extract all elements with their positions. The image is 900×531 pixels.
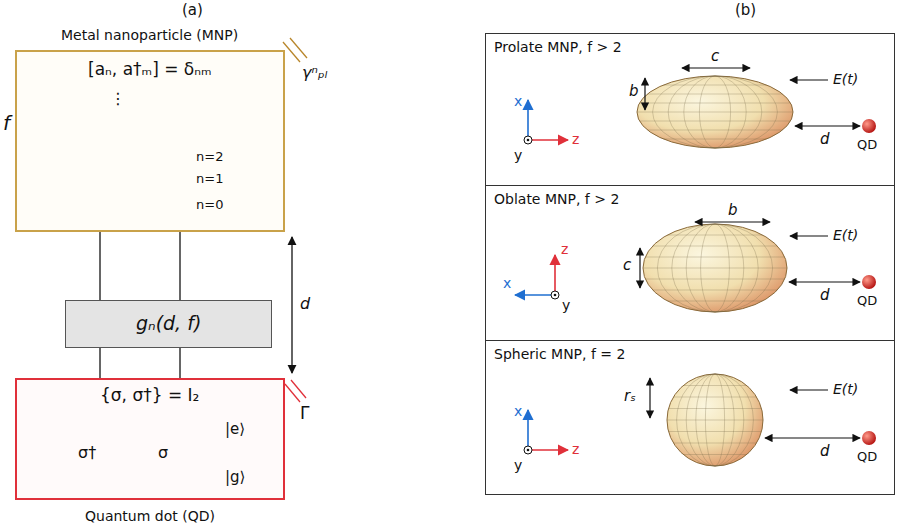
axis-label: x [514, 94, 522, 109]
grid-line [683, 385, 746, 386]
axis-label: y [514, 458, 522, 473]
decay-rate: γⁿₚₗ [302, 64, 327, 82]
decay-rate: Γ [300, 404, 309, 423]
qd-label: QD [857, 138, 877, 152]
panel-title: Oblate MNP, f > 2 [494, 191, 619, 207]
field-label: E(t) [833, 72, 858, 87]
axis-label: y [514, 148, 522, 163]
dimension-label: c [623, 257, 631, 274]
panel-title: Prolate MNP, f > 2 [494, 39, 622, 55]
distance-label: d [820, 287, 830, 304]
grid-line [645, 257, 784, 258]
coupling-line [179, 232, 181, 300]
node-heading: Quantum dot (QD) [85, 508, 215, 524]
panel-letter: (a) [182, 2, 203, 19]
sphere [667, 374, 763, 466]
grid-line [647, 130, 782, 131]
dimension-label: c [711, 48, 719, 65]
grid-line [673, 443, 756, 444]
grid-line [639, 103, 790, 104]
axis-label: z [561, 242, 568, 257]
grid-line [669, 431, 762, 432]
grid-line [683, 454, 746, 455]
grid-line [667, 420, 763, 421]
axis-label: f [3, 112, 10, 134]
panel-box: Prolate MNP, f > 2 [485, 33, 895, 186]
anticommutator-formula: {σ, σ†} = I₂ [100, 386, 199, 406]
distance-label: d [820, 131, 830, 148]
dimension-label: b [629, 83, 639, 100]
quantum-dot [862, 119, 876, 445]
axis-label: x [514, 404, 522, 419]
grid-line [643, 268, 787, 269]
dimension-arrows [640, 68, 860, 438]
ellipsis: ⋮ [110, 90, 126, 108]
coupling-box: gₙ(d, f) [65, 300, 272, 348]
qd-label: QD [857, 450, 877, 464]
axis-label: z [572, 132, 579, 147]
axis-label: z [572, 442, 579, 457]
grid-line [647, 94, 782, 95]
dimension-label: rₛ [624, 388, 636, 405]
distance-label: d [820, 443, 830, 460]
grid-line [663, 85, 766, 86]
level-label: n=2 [196, 150, 223, 164]
coupling-label: gₙ(d, f) [136, 313, 201, 335]
grid-line [653, 290, 778, 291]
field-label: E(t) [833, 382, 858, 397]
grid-line [653, 246, 778, 247]
panel-title: Spheric MNP, f = 2 [494, 346, 625, 362]
commutator-formula: [aₙ, a†ₘ] = δₙₘ [88, 60, 212, 80]
grid-line [667, 235, 762, 236]
distance-label: d [300, 295, 310, 313]
operator-label: σ† [78, 444, 96, 462]
coupling-line [179, 348, 181, 378]
grid-line [667, 301, 762, 302]
node-heading: Metal nanoparticle (MNP) [61, 27, 238, 43]
panel-letter: (b) [735, 2, 756, 19]
grid-line [663, 139, 766, 140]
level-label: n=1 [196, 172, 223, 186]
coupling-line [99, 348, 101, 378]
grid-line [645, 279, 784, 280]
decay-marks [283, 38, 307, 62]
level-label: n=0 [196, 198, 223, 212]
prolate-ellipsoid [637, 76, 793, 148]
panel-box: Spheric MNP, f = 2 [485, 340, 895, 495]
axis-label: y [562, 298, 570, 313]
field-label: E(t) [833, 228, 858, 243]
qd-label: QD [857, 294, 877, 308]
operator-label: σ [158, 444, 168, 462]
distance-arrow [291, 237, 292, 373]
panel-box: Oblate MNP, f > 2 [485, 185, 895, 341]
grid-line [669, 408, 762, 409]
mnp-box: Metal nanoparticle (MNP)[aₙ, a†ₘ] = δₙₘ [15, 50, 285, 232]
axis-label: x [503, 276, 511, 291]
decay-marks [285, 380, 306, 402]
state-label: |e⟩ [225, 421, 245, 438]
oblate-ellipsoid [643, 224, 787, 312]
grid-line [673, 397, 756, 398]
grid-line [637, 112, 793, 113]
grid-line [639, 121, 790, 122]
state-label: |g⟩ [225, 469, 245, 486]
axes [515, 100, 568, 454]
dimension-label: b [728, 202, 738, 219]
coupling-line [99, 232, 101, 300]
